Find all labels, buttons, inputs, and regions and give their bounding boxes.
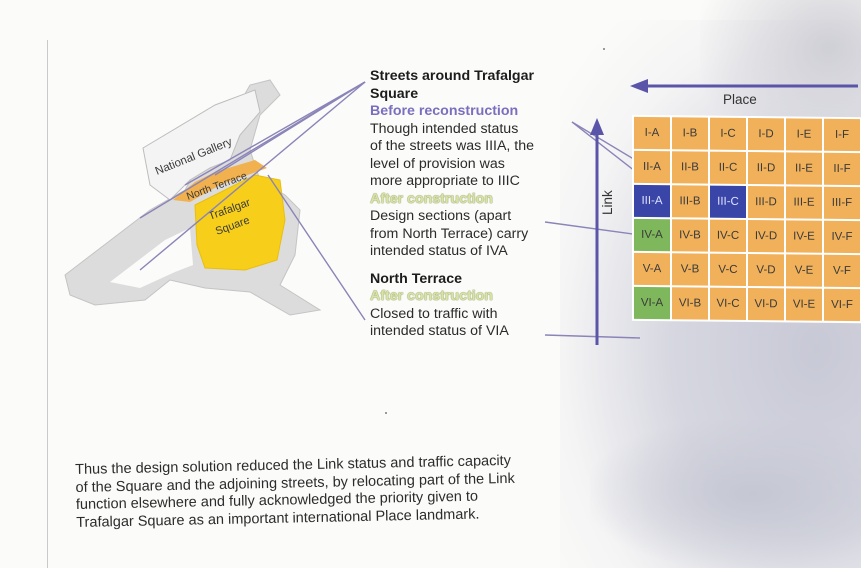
matrix-cell: V-E <box>786 254 822 287</box>
matrix-cell: I-F <box>824 118 860 152</box>
matrix-cell: III-B <box>672 185 708 218</box>
after-text-line3: intended status of IVA <box>370 243 508 259</box>
matrix-cell: II-C <box>710 151 746 184</box>
matrix-cell: I-B <box>672 117 708 150</box>
matrix-cell: VI-F <box>824 288 860 322</box>
matrix-cell: II-A <box>634 150 670 184</box>
matrix-cell: I-D <box>748 118 784 151</box>
before-text-line4: more appropriate to IIIC <box>370 173 520 189</box>
matrix-cell: VI-C <box>710 287 746 320</box>
matrix-cell: II-F <box>824 152 860 186</box>
page-margin-line <box>47 40 48 568</box>
annotation-notes: Streets around Trafalgar Square Before r… <box>370 68 590 341</box>
before-text-line1: Though intended status <box>370 120 519 137</box>
matrix-cell: IV-F <box>824 220 860 254</box>
matrix-cell: IV-A <box>634 218 670 252</box>
streets-heading-line1: Streets around Trafalgar <box>370 68 534 84</box>
north-after-text-line1: Closed to traffic with <box>370 305 498 322</box>
conclusion-paragraph: Thus the design solution reduced the Lin… <box>75 451 606 532</box>
matrix-cell: III-E <box>786 186 822 219</box>
after-construction-label: After construction <box>370 190 493 207</box>
north-after-construction-label: After construction <box>370 288 493 304</box>
scan-speck <box>603 48 605 50</box>
before-text-line2: of the streets was IIIA, the <box>370 138 535 154</box>
matrix-cell: V-F <box>824 254 860 288</box>
matrix-cell: II-B <box>672 151 708 184</box>
matrix-cell: I-C <box>710 117 746 150</box>
matrix-cell: II-E <box>786 152 822 185</box>
matrix-cell: IV-C <box>710 219 746 252</box>
matrix-cell: V-C <box>710 253 746 286</box>
before-text-line3: level of provision was <box>370 155 505 172</box>
north-after-text-line2: intended status of VIA <box>370 323 509 339</box>
matrix-cell: VI-A <box>634 286 670 320</box>
matrix-cell: V-B <box>672 253 708 286</box>
matrix-cell: III-D <box>748 186 784 219</box>
link-axis-label: Link <box>600 190 615 215</box>
before-reconstruction-label: Before reconstruction <box>370 103 519 119</box>
after-text-line1: Design sections (apart <box>370 208 512 224</box>
matrix-cell: IV-B <box>672 219 708 252</box>
matrix-cell: VI-E <box>786 288 822 321</box>
scan-shading-bottom <box>590 420 861 568</box>
matrix-cell: I-E <box>786 118 822 151</box>
north-terrace-heading: North Terrace <box>370 270 462 287</box>
matrix-cell: IV-E <box>786 220 822 253</box>
matrix-cell: III-A <box>634 184 670 218</box>
matrix-cell: IV-D <box>748 220 784 253</box>
matrix-cell: III-C <box>710 185 746 218</box>
after-text-line2: from North Terrace) carry <box>370 225 529 242</box>
matrix-cell: VI-B <box>672 287 708 320</box>
scan-speck <box>385 412 387 414</box>
matrix-cell: II-D <box>748 152 784 185</box>
place-axis-label: Place <box>723 92 757 107</box>
matrix-cell: III-F <box>824 186 860 220</box>
matrix-cell: V-D <box>748 254 784 287</box>
matrix-cell: V-A <box>634 252 670 286</box>
matrix-cell: I-A <box>634 116 670 150</box>
streets-heading-line2: Square <box>370 85 419 102</box>
matrix-cell: VI-D <box>748 288 784 321</box>
trafalgar-square-map: National Gallery North Terrace Trafalgar… <box>64 79 322 316</box>
